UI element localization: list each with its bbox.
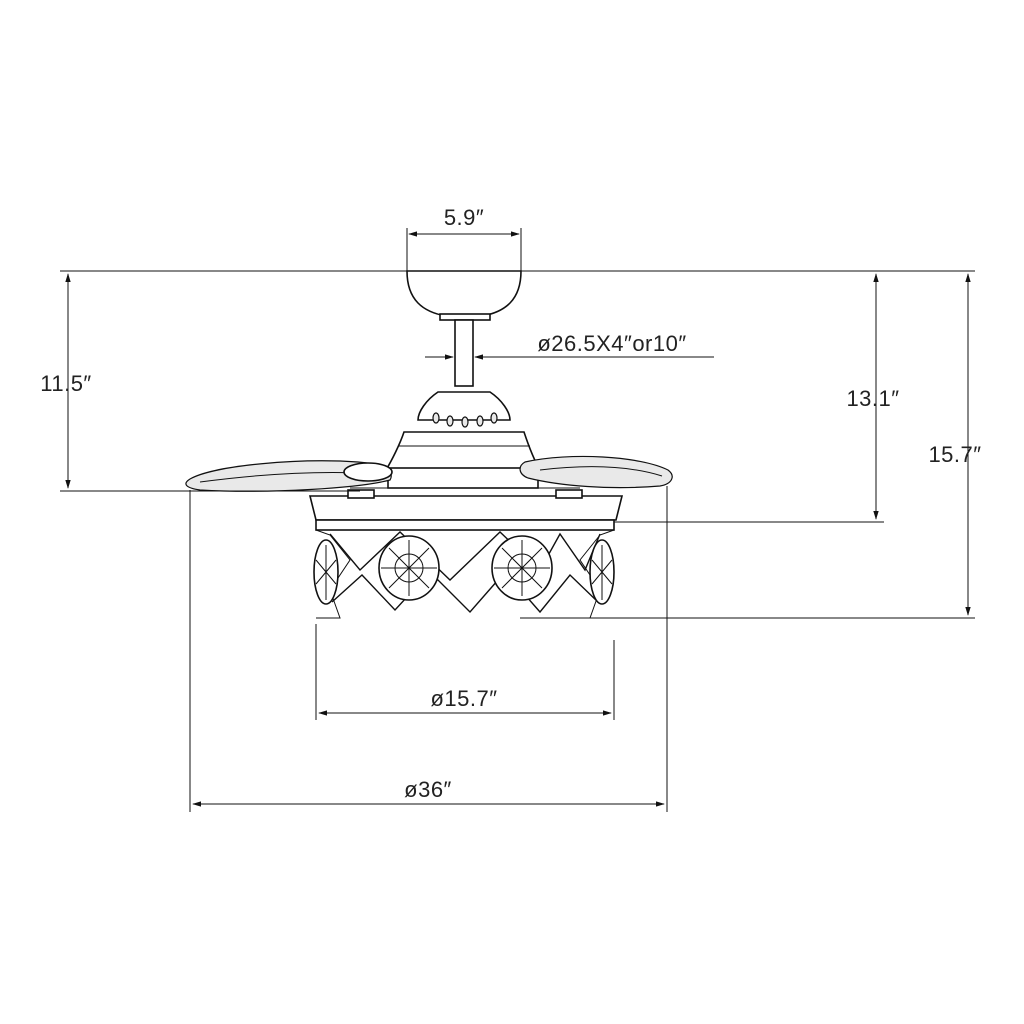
shade-zigzag-top bbox=[329, 531, 601, 581]
downrod-label: ø26.5X4″or10″ bbox=[537, 331, 686, 356]
crystal-jewels bbox=[313, 535, 615, 605]
crystal-shade bbox=[315, 529, 615, 619]
dimension-lines bbox=[60, 228, 975, 812]
height-to-light-label: 13.1″ bbox=[846, 386, 899, 411]
motor-lower-housing bbox=[384, 431, 542, 471]
vent-holes bbox=[432, 412, 498, 428]
light-housing bbox=[308, 495, 624, 521]
overall-height-label: 15.7″ bbox=[928, 442, 981, 467]
ceiling-fan bbox=[185, 270, 673, 619]
dimension-labels: 5.9″ ø26.5X4″or10″ 11.5″ 13.1″ 15.7″ ø15… bbox=[40, 205, 981, 802]
light-diameter-label: ø15.7″ bbox=[430, 686, 497, 711]
canopy-width-label: 5.9″ bbox=[444, 205, 484, 230]
motor-housing bbox=[417, 391, 511, 421]
height-to-blades-label: 11.5″ bbox=[40, 371, 91, 396]
light-housing-rim bbox=[315, 519, 615, 531]
downrod bbox=[454, 319, 474, 387]
blade-left bbox=[185, 460, 392, 492]
canopy bbox=[406, 270, 522, 317]
fan-diameter-label: ø36″ bbox=[404, 777, 452, 802]
motor-base bbox=[387, 467, 539, 489]
blade-right bbox=[519, 455, 673, 489]
shade-zigzag-bottom bbox=[331, 570, 599, 614]
light-clips bbox=[347, 489, 583, 499]
canopy-collar bbox=[439, 313, 491, 321]
blade-left-hub bbox=[343, 462, 393, 482]
